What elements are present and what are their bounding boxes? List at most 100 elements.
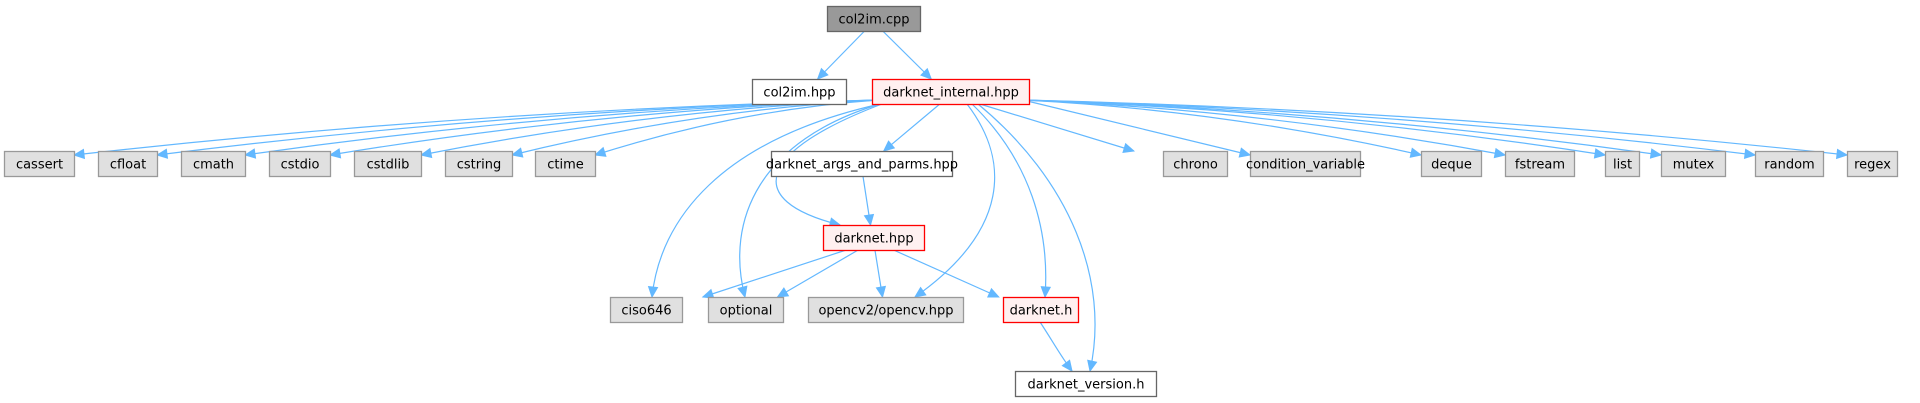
node-col2im-cpp[interactable]: col2im.cpp (826, 5, 922, 33)
node-label: cmath (193, 158, 234, 173)
node-regex: regex (1846, 150, 1899, 178)
node-box (707, 296, 785, 324)
edge-darknet_h-to-darknet_version_h (1039, 321, 1073, 372)
node-ciso646: ciso646 (609, 296, 684, 324)
node-condition-variable: condition_variable (1246, 150, 1365, 178)
node-chrono: chrono (1162, 150, 1229, 178)
node-label: darknet_args_and_parms.hpp (766, 158, 958, 173)
edge-arrowhead (419, 147, 433, 159)
edge-line (156, 99, 879, 156)
edge-line (882, 30, 932, 80)
node-box (1604, 150, 1641, 178)
node-box (97, 150, 159, 178)
edge-line (651, 103, 881, 298)
node-ctime: ctime (534, 150, 597, 178)
node-label: cfloat (110, 158, 146, 173)
node-label: ctime (547, 158, 584, 173)
edge-line (1022, 99, 1506, 156)
edge-arrowhead (882, 140, 896, 152)
node-cfloat: cfloat (97, 150, 159, 178)
edge-arrowhead (1061, 359, 1073, 372)
edge-line (883, 103, 941, 152)
node-box (444, 150, 514, 178)
edge-darknet_internal_hpp-to-fstream (1022, 99, 1507, 159)
node-box (3, 150, 76, 178)
edge-arrowhead (987, 287, 1000, 298)
edge-darknet_internal_hpp-to-condition_variable (1022, 99, 1252, 158)
edge-line (1022, 99, 1848, 156)
node-box (751, 78, 848, 106)
node-cstdio: cstdio (268, 150, 332, 178)
node-optional: optional (707, 296, 785, 324)
node-label: cstring (457, 158, 501, 173)
node-box (180, 150, 247, 178)
node-col2im-hpp[interactable]: col2im.hpp (751, 78, 848, 106)
node-box (1249, 150, 1362, 178)
edge-arrowhead (863, 213, 875, 227)
node-label: darknet_version.h (1028, 378, 1145, 393)
node-box (1002, 296, 1080, 324)
node-label: darknet.hpp (834, 232, 913, 247)
node-box (609, 296, 684, 324)
node-cassert: cassert (3, 150, 76, 178)
edge-arrowhead (155, 148, 169, 159)
edge-darknet_hpp-to-opencv_hpp (874, 249, 887, 299)
edge-line (1022, 99, 1606, 156)
edge-col2im_cpp-to-darknet_internal_hpp (882, 30, 933, 80)
node-darknet-args-and-parms-hpp[interactable]: darknet_args_and_parms.hpp (766, 150, 958, 178)
node-label: regex (1854, 158, 1891, 173)
node-darknet-hpp[interactable]: darknet.hpp (822, 224, 926, 252)
edge-col2im_cpp-to-col2im_hpp (816, 30, 865, 80)
edge-darknet_internal_hpp-to-regex (1022, 99, 1849, 160)
edge-arrowhead (1238, 147, 1252, 158)
edge-darknet_internal_hpp-to-ciso646 (647, 103, 881, 299)
node-label: col2im.hpp (763, 86, 835, 101)
edge-darknet_internal_hpp-to-opencv_hpp (914, 103, 996, 298)
node-darknet-version-h[interactable]: darknet_version.h (1014, 370, 1158, 398)
edge-line (594, 99, 879, 156)
node-fstream: fstream (1504, 150, 1576, 178)
edge-arrowhead (920, 67, 933, 80)
edge-arrowhead (1743, 148, 1757, 159)
edge-arrowhead (1122, 142, 1136, 153)
edge-darknet_internal_hpp-to-darknet_h (971, 103, 1052, 299)
edge-darknet_hpp-to-ciso646 (701, 249, 847, 299)
edge-arrowhead (243, 148, 257, 159)
node-label: cstdlib (367, 158, 410, 173)
node-cmath: cmath (180, 150, 247, 178)
edge-arrowhead (1040, 286, 1052, 299)
edge-line (1022, 99, 1251, 156)
node-label: cstdio (281, 158, 320, 173)
edge-arrowhead (1649, 148, 1663, 159)
edge-darknet_args_and_parms_hpp-to-darknet_hpp (862, 175, 875, 227)
edge-arrowhead (1835, 148, 1849, 160)
node-box (1660, 150, 1727, 178)
node-darknet-internal-hpp[interactable]: darknet_internal.hpp (871, 78, 1031, 106)
node-random: random (1754, 150, 1825, 178)
node-box (770, 150, 954, 178)
node-box (1504, 150, 1576, 178)
edge-darknet_internal_hpp-to-chrono (979, 103, 1136, 153)
node-darknet-h[interactable]: darknet.h (1002, 296, 1080, 324)
edge-arrowhead (776, 287, 790, 298)
node-deque: deque (1420, 150, 1483, 178)
node-label: condition_variable (1246, 158, 1365, 173)
edge-arrowhead (914, 286, 927, 298)
edge-arrowhead (593, 146, 607, 157)
node-box (1014, 370, 1158, 398)
edge-arrowhead (510, 147, 524, 158)
node-box (1162, 150, 1229, 178)
node-mutex: mutex (1660, 150, 1727, 178)
node-label: cassert (16, 158, 63, 173)
node-opencv-hpp: opencv2/opencv.hpp (807, 296, 965, 324)
nodes-layer: col2im.cpp col2im.hpp darknet_internal.hpp… (3, 5, 1899, 398)
node-box (826, 5, 922, 33)
edge-arrowhead (1409, 147, 1423, 158)
edge-line (739, 103, 881, 298)
edge-arrowhead (647, 286, 659, 299)
edge-darknet_internal_hpp-to-deque (1022, 99, 1423, 158)
edge-line (1022, 99, 1422, 156)
edge-arrowhead (875, 285, 887, 299)
edge-line (817, 30, 865, 80)
